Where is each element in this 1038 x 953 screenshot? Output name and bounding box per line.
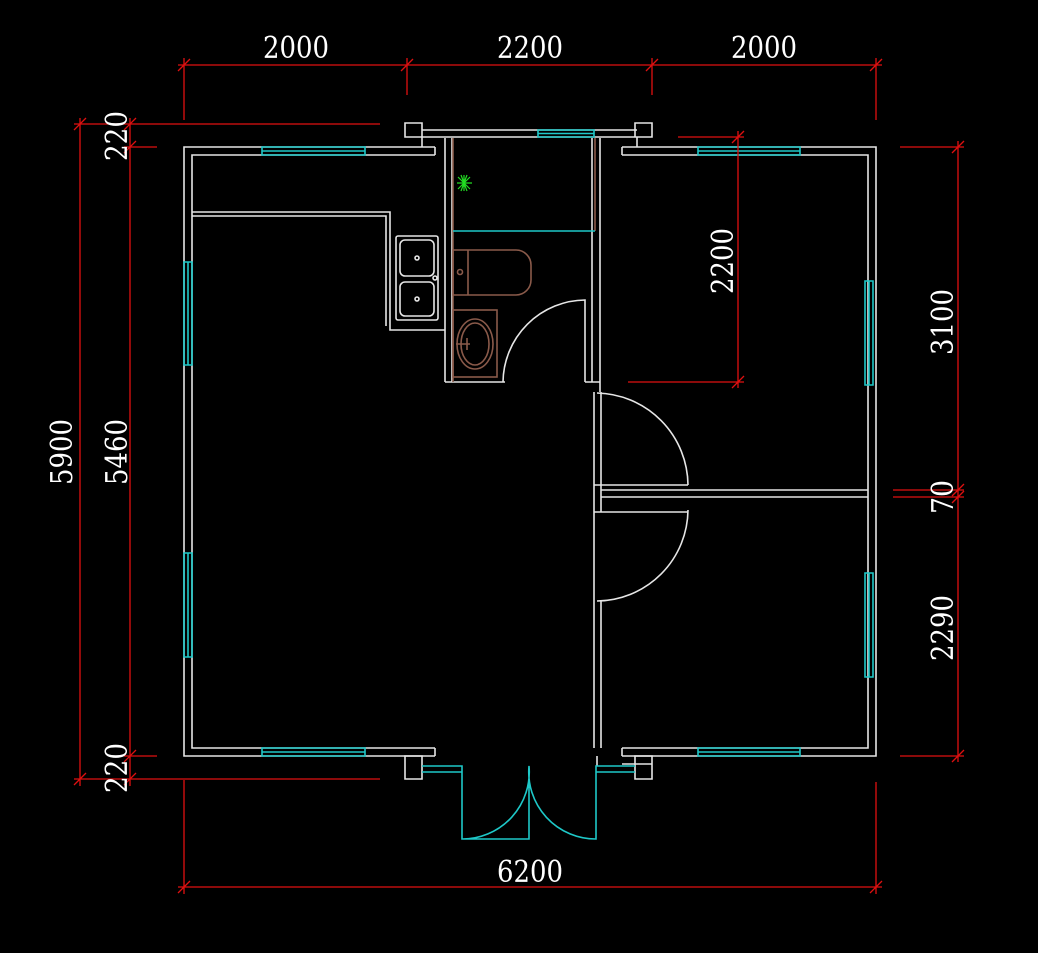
dim-right-bottom-room: 2290 xyxy=(926,595,961,661)
entrance-double-door xyxy=(422,765,635,840)
interior-walls xyxy=(192,138,868,748)
dim-bottom-total: 6200 xyxy=(497,855,563,890)
dim-right-top-room: 3100 xyxy=(926,289,961,355)
bathroom-fixtures xyxy=(452,138,596,382)
exterior-walls xyxy=(183,122,877,780)
plant-icon xyxy=(457,174,472,192)
windows xyxy=(183,129,874,757)
toilet xyxy=(452,249,532,296)
dim-right-partition: 70 xyxy=(926,480,961,514)
bedroom-door-upper xyxy=(596,392,689,486)
dimension-labels: 2000 2200 2000 6200 5900 5460 220 220 31… xyxy=(45,31,961,890)
dim-top-left: 2000 xyxy=(263,31,329,66)
bedroom-door-lower xyxy=(596,509,689,602)
dim-left-inner: 5460 xyxy=(100,419,135,485)
doors xyxy=(422,299,689,840)
dim-left-outer: 5900 xyxy=(45,419,80,485)
kitchen-sink xyxy=(395,235,439,321)
dim-top-right: 2000 xyxy=(731,31,797,66)
dimension-lines xyxy=(73,58,965,894)
washbasin xyxy=(452,309,498,378)
dim-left-bottom: 220 xyxy=(100,743,135,793)
bathroom-door xyxy=(502,299,586,383)
dim-top-middle: 2200 xyxy=(497,31,563,66)
dim-interior-bedroom: 2200 xyxy=(706,228,741,294)
dim-left-top: 220 xyxy=(100,111,135,161)
